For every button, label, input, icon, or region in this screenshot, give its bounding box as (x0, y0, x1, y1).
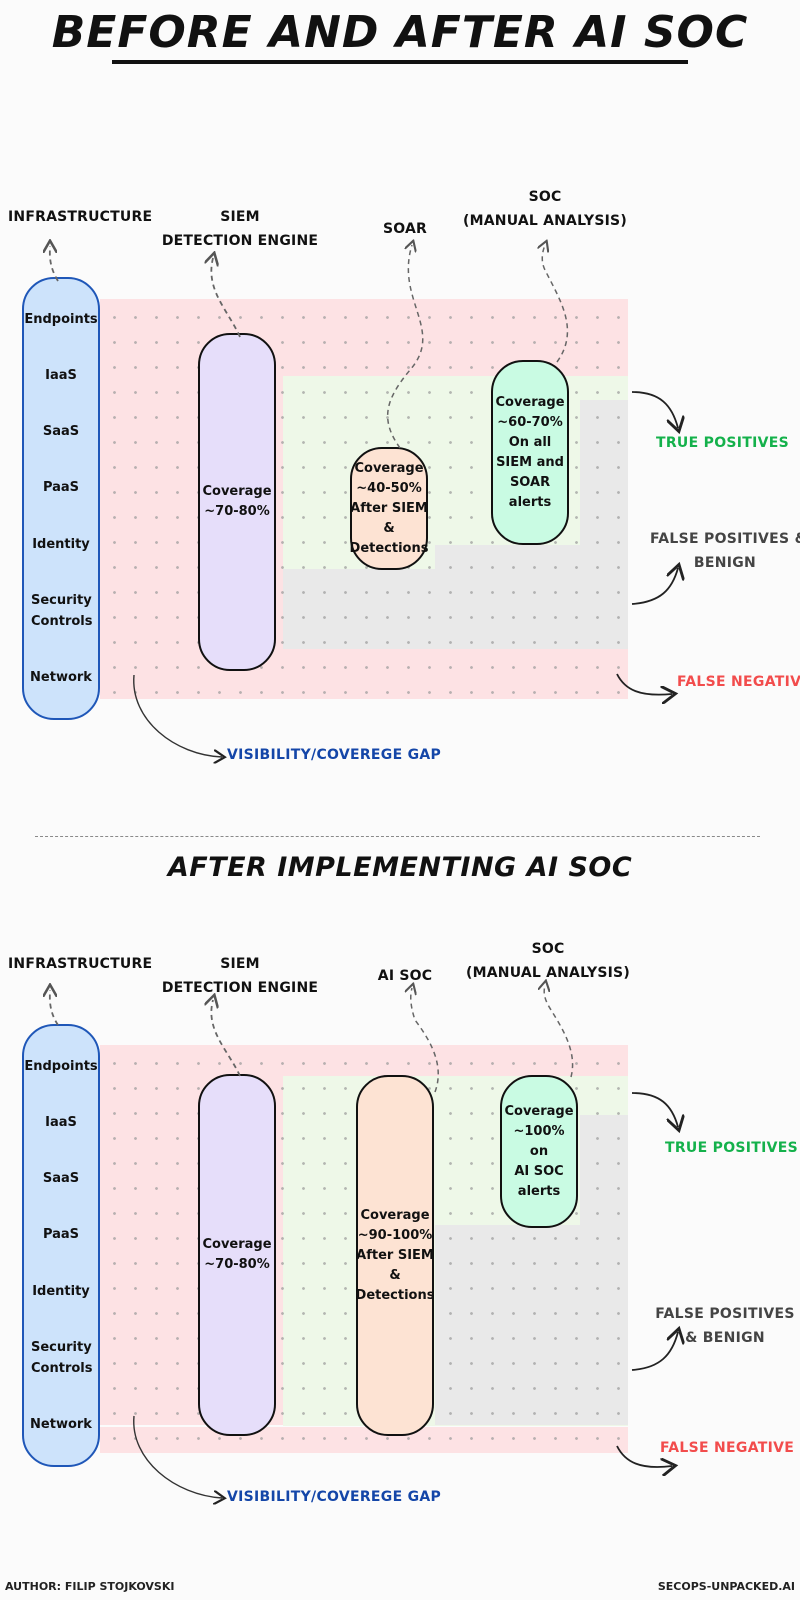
header-siem-line2: DETECTION ENGINE (161, 233, 319, 249)
leader-arrow-infrastructure (50, 246, 59, 282)
ai-soc-coverage-line: After SIEM (356, 1247, 434, 1263)
header-soc-line2: (MANUAL ANALYSIS) (466, 965, 630, 981)
title-underline (112, 60, 688, 64)
infra-item-paas: PaaS (42, 480, 80, 496)
infra-item-identity: Identity (32, 1283, 90, 1299)
infra-item-endpoints: Endpoints (24, 1058, 98, 1074)
header-soc: SOC (MANUAL ANALYSIS) (463, 937, 633, 985)
header-siem-line1: SIEM (220, 209, 260, 225)
header-soc-line2: (MANUAL ANALYSIS) (463, 213, 627, 229)
soc-coverage-line: AI SOC (514, 1163, 564, 1179)
legend-visibility-gap: VISIBILITY/COVEREGE GAP (227, 1489, 442, 1505)
infra-item-saas: SaaS (42, 424, 80, 440)
legend-false-positives-line2: BENIGN (693, 555, 757, 571)
legend-false-positives-line1: FALSE POSITIVES (655, 1306, 795, 1322)
infra-item-iaas: IaaS (45, 1114, 77, 1130)
soc-coverage-line: On all (508, 434, 552, 450)
footer-author: AUTHOR: FILIP STOJKOVSKI (5, 1580, 175, 1593)
siem-coverage-line: ~70-80% (204, 504, 270, 519)
soc-coverage-line: SOAR (509, 474, 551, 490)
section-subtitle: AFTER IMPLEMENTING AI SOC (167, 852, 633, 883)
ai-soc-coverage-line: ~90-100% (357, 1227, 433, 1243)
siem-coverage-line: Coverage (202, 484, 272, 499)
soc-coverage-pill: Coverage ~60-70% On all SIEM and SOAR al… (491, 360, 569, 545)
soc-coverage-line: Coverage (504, 1103, 574, 1119)
legend-false-negative: FALSE NEGATIVE (677, 674, 800, 690)
header-infrastructure: INFRASTRUCTURE (8, 209, 153, 225)
soc-coverage-pill: Coverage ~100% on AI SOC alerts (500, 1075, 578, 1228)
soc-coverage-line: alerts (517, 1183, 561, 1199)
infra-item-security-controls: Security Controls (31, 1340, 93, 1377)
soc-coverage-line: Coverage (495, 394, 565, 410)
header-infrastructure: INFRASTRUCTURE (8, 956, 153, 972)
section-divider (35, 836, 760, 837)
ai-soc-coverage-pill: Coverage ~90-100% After SIEM & Detection… (356, 1075, 434, 1436)
siem-coverage-pill: Coverage ~70-80% (198, 1074, 276, 1436)
arrow-true-positives (631, 1092, 678, 1127)
header-soar: SOAR (382, 221, 428, 237)
legend-true-positives: TRUE POSITIVES (656, 435, 790, 451)
header-ai-soc: AI SOC (377, 968, 433, 984)
soar-coverage-line: Detections (349, 540, 429, 556)
infra-item-saas: SaaS (42, 1171, 80, 1187)
ai-soc-coverage-line: & (389, 1267, 401, 1283)
infra-item-identity: Identity (32, 536, 90, 552)
siem-coverage-pill: Coverage ~70-80% (198, 333, 276, 671)
legend-false-positives-line2: & BENIGN (685, 1330, 765, 1346)
legend-false-positives-line1: FALSE POSITIVES & (650, 531, 800, 547)
header-siem-line2: DETECTION ENGINE (161, 980, 319, 996)
legend-visibility-gap: VISIBILITY/COVEREGE GAP (227, 747, 442, 763)
infra-item-endpoints: Endpoints (24, 311, 98, 327)
legend-false-negative: FALSE NEGATIVE (660, 1440, 795, 1456)
soc-coverage-line: alerts (508, 494, 552, 510)
soar-coverage-line: & (383, 520, 395, 536)
infra-item-iaas: IaaS (45, 367, 77, 383)
page-title: BEFORE AND AFTER AI SOC (51, 7, 749, 58)
header-soc: SOC (MANUAL ANALYSIS) (460, 185, 630, 233)
soc-coverage-line: ~60-70% (497, 414, 563, 430)
infrastructure-pill: Endpoints IaaS SaaS PaaS Identity Securi… (22, 1024, 100, 1467)
siem-coverage-line: ~70-80% (204, 1257, 270, 1272)
siem-coverage-line: Coverage (202, 1237, 272, 1252)
footer-site: SECOPS-UNPACKED.AI (657, 1580, 795, 1593)
infra-item-network: Network (30, 670, 92, 686)
legend-false-positives: FALSE POSITIVES & BENIGN (655, 1302, 795, 1350)
infrastructure-pill: Endpoints IaaS SaaS PaaS Identity Securi… (22, 277, 100, 720)
header-siem-line1: SIEM (220, 956, 260, 972)
header-soc-line1: SOC (528, 189, 562, 205)
legend-true-positives: TRUE POSITIVES (665, 1140, 799, 1156)
soar-coverage-line: ~40-50% (356, 480, 422, 496)
leader-arrow-infrastructure (50, 990, 59, 1026)
arrow-true-positives (631, 391, 678, 428)
infra-item-security-controls: Security Controls (31, 593, 93, 630)
ai-soc-coverage-line: Detections (355, 1287, 435, 1303)
header-soc-line1: SOC (531, 941, 565, 957)
infra-item-paas: PaaS (42, 1227, 80, 1243)
soar-coverage-pill: Coverage ~40-50% After SIEM & Detections (350, 447, 428, 570)
soc-coverage-line: SIEM and (496, 454, 564, 470)
soc-coverage-line: ~100% on (513, 1123, 565, 1159)
soar-coverage-line: Coverage (354, 460, 424, 476)
header-siem: SIEM DETECTION ENGINE (160, 952, 320, 1000)
ai-soc-coverage-line: Coverage (360, 1207, 430, 1223)
header-siem: SIEM DETECTION ENGINE (160, 205, 320, 253)
soar-coverage-line: After SIEM (350, 500, 428, 516)
legend-false-positives: FALSE POSITIVES & BENIGN (650, 527, 800, 575)
infra-item-network: Network (30, 1417, 92, 1433)
